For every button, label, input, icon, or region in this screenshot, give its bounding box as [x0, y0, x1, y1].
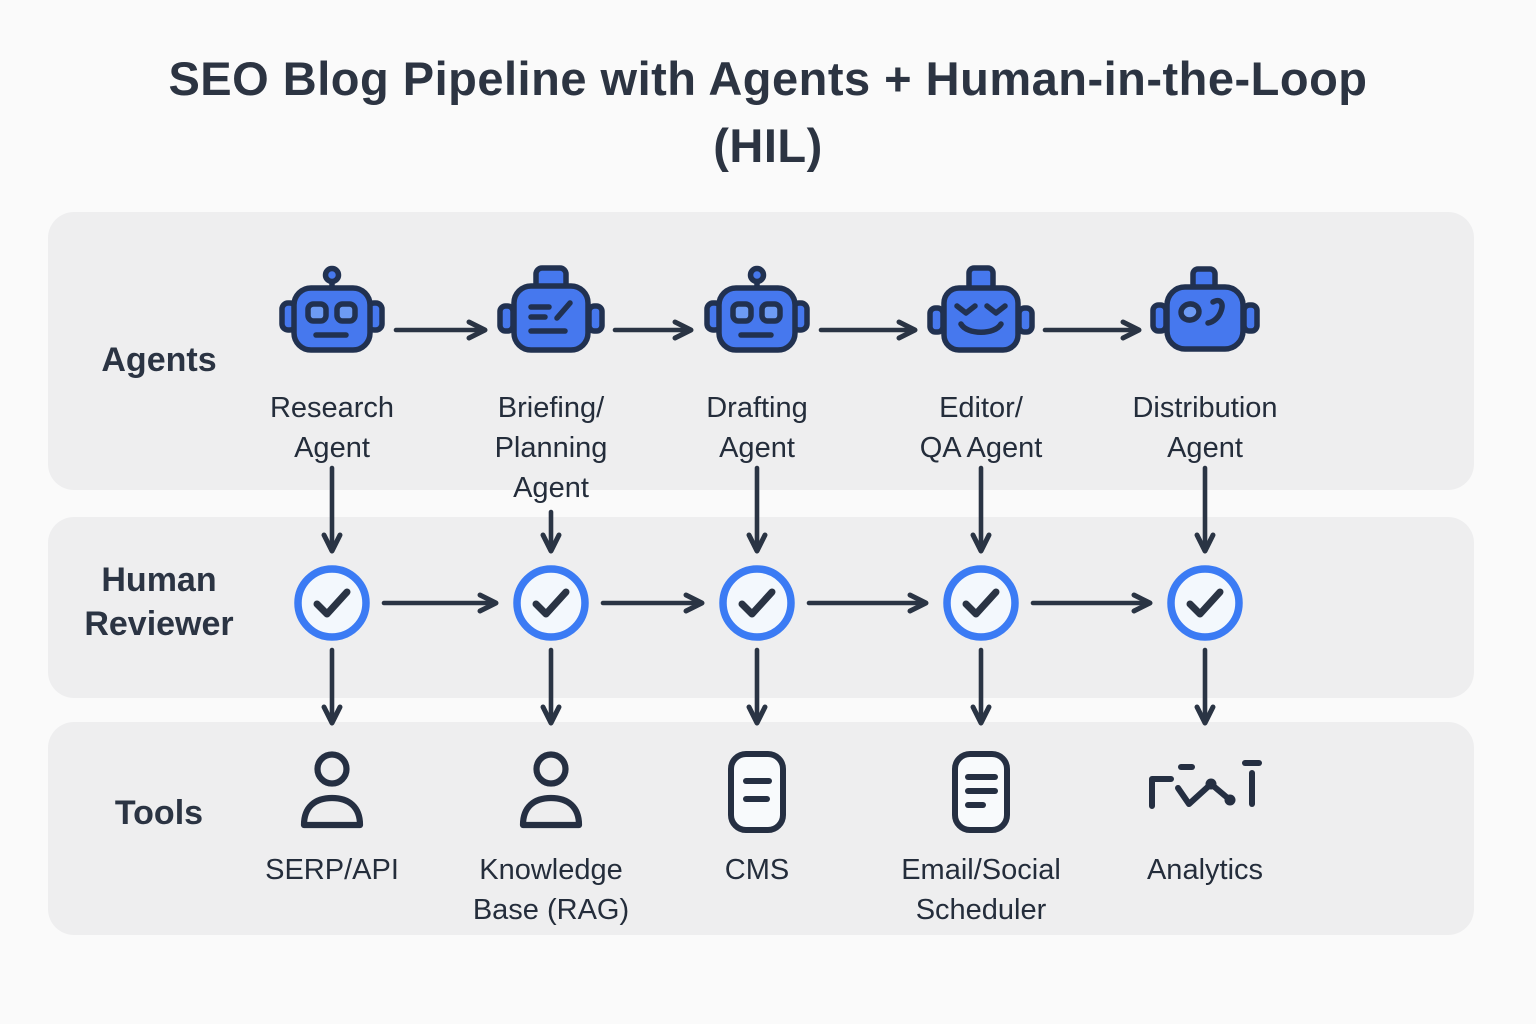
- line-chart-icon: [1144, 758, 1266, 824]
- agents-row-label: Agents: [101, 341, 217, 379]
- robot-glance-icon: [1147, 262, 1263, 368]
- page-title-line2: (HIL): [713, 118, 823, 172]
- tool-label-knowledge-base: Knowledge Base (RAG): [472, 854, 630, 927]
- agent-label-briefing-planning: Briefing/ Planning Agent: [494, 392, 608, 505]
- agent-label-research: Research Agent: [269, 392, 395, 465]
- person-icon: [512, 748, 590, 834]
- check-circle-icon: [1163, 561, 1247, 645]
- robot-face-icon: [274, 262, 390, 368]
- agent-label-drafting: Drafting Agent: [706, 392, 808, 465]
- page-title-line1: SEO Blog Pipeline with Agents + Human-in…: [168, 52, 1368, 105]
- person-icon: [293, 748, 371, 834]
- document-lines-icon: [950, 750, 1012, 834]
- tool-label-serp-api: SERP/API: [265, 854, 399, 886]
- robot-wink-icon: [923, 262, 1039, 368]
- document-icon: [726, 750, 788, 834]
- tool-label-email-social-scheduler: Email/Social Scheduler: [901, 854, 1061, 927]
- reviewer-row-label: Human Reviewer: [84, 561, 234, 644]
- tool-label-analytics: Analytics: [1146, 854, 1264, 886]
- tools-row-label: Tools: [114, 794, 204, 832]
- page-title: SEO Blog Pipeline with Agents + Human-in…: [0, 46, 1536, 179]
- robot-face-icon: [699, 262, 815, 368]
- check-circle-icon: [715, 561, 799, 645]
- agent-label-distribution: Distribution Agent: [1132, 392, 1278, 465]
- check-circle-icon: [939, 561, 1023, 645]
- tool-label-cms: CMS: [724, 854, 790, 886]
- agent-label-editor-qa: Editor/ QA Agent: [919, 392, 1043, 465]
- robot-notes-icon: [493, 262, 609, 368]
- check-circle-icon: [290, 561, 374, 645]
- check-circle-icon: [509, 561, 593, 645]
